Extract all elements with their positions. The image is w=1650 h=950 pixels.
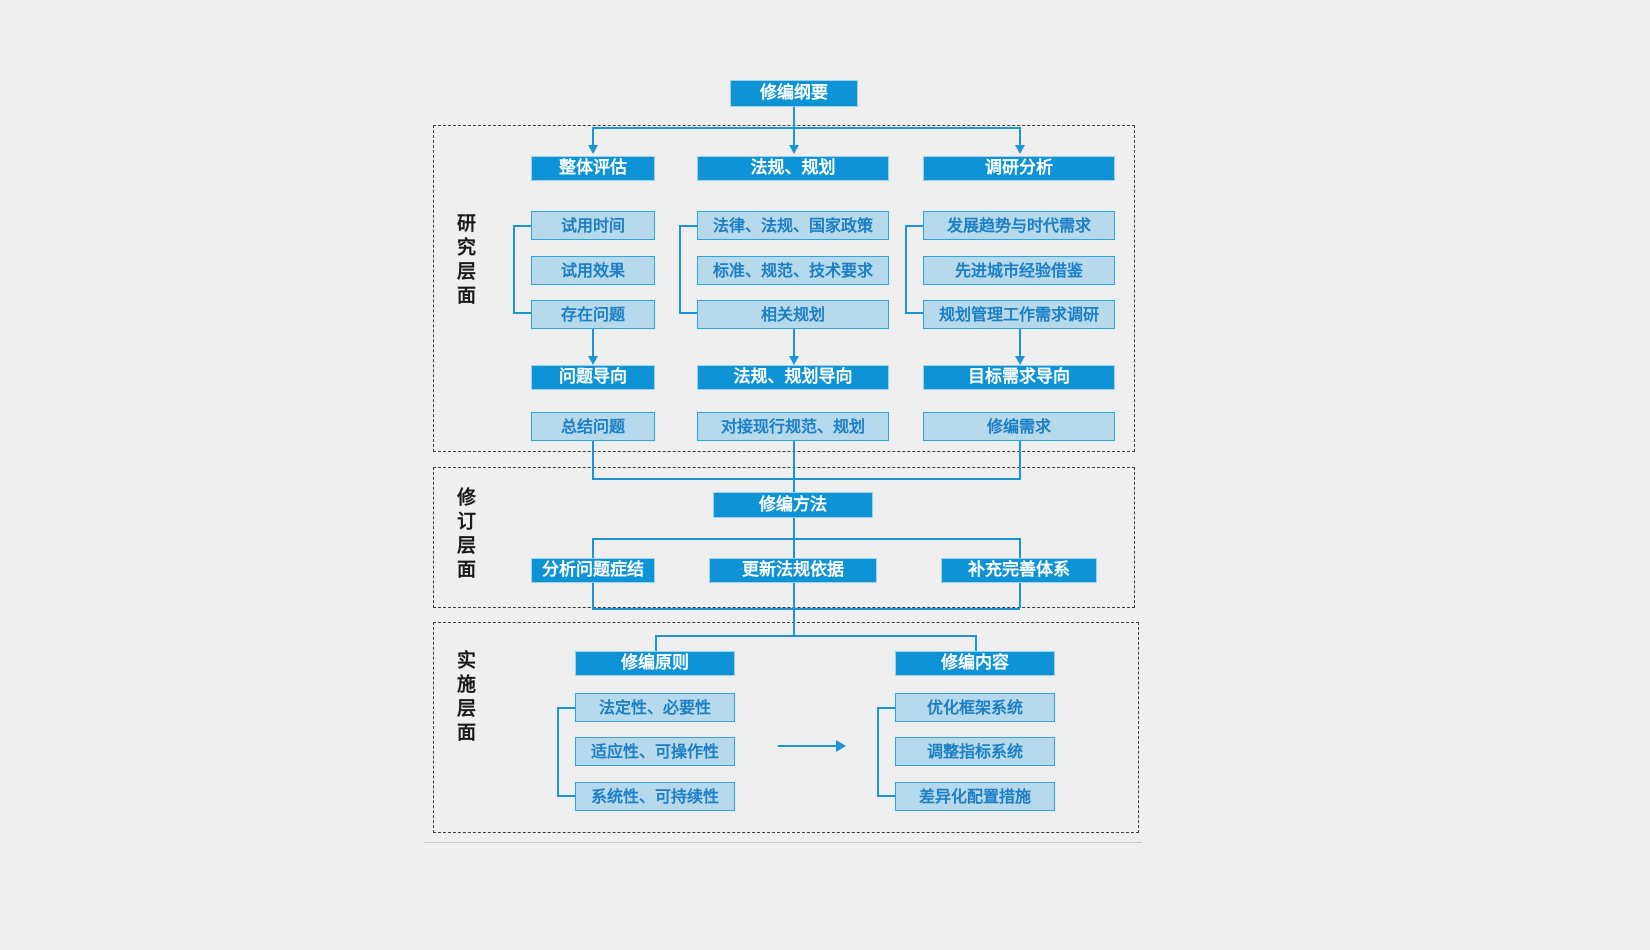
connector-outcome3-down [1019, 441, 1021, 478]
node-root[interactable]: 修编纲要 [730, 80, 858, 107]
bracket-research-col1 [513, 225, 531, 314]
layer-container-research [433, 125, 1135, 452]
layer-container-revision [433, 467, 1135, 608]
connector-col1-to-orientation [592, 329, 594, 356]
node-research-item-2-3[interactable]: 相关规划 [697, 300, 889, 329]
arrow-head-col2-orientation [789, 356, 799, 365]
node-research-head-3[interactable]: 调研分析 [923, 156, 1115, 181]
connector-implementation-drop-right [975, 635, 977, 651]
connector-outcomes-merge [592, 478, 1021, 480]
arrow-head-col1-orientation [588, 356, 598, 365]
node-research-orientation-2[interactable]: 法规、规划导向 [697, 365, 889, 390]
layer-label-research: 研究层面 [454, 213, 476, 309]
connector-revision-item1-down [592, 583, 594, 608]
node-research-orientation-3[interactable]: 目标需求导向 [923, 365, 1115, 390]
node-research-head-2[interactable]: 法规、规划 [697, 156, 889, 181]
node-research-item-2-1[interactable]: 法律、法规、国家政策 [697, 211, 889, 240]
node-research-orientation-1[interactable]: 问题导向 [531, 365, 655, 390]
node-research-head-1[interactable]: 整体评估 [531, 156, 655, 181]
connector-root-stem [793, 107, 795, 127]
arrow-head-col1 [588, 145, 598, 154]
connector-drop-col2 [793, 127, 795, 145]
node-research-item-3-3[interactable]: 规划管理工作需求调研 [923, 300, 1115, 329]
node-research-item-2-2[interactable]: 标准、规范、技术要求 [697, 256, 889, 285]
node-research-item-3-2[interactable]: 先进城市经验借鉴 [923, 256, 1115, 285]
bracket-research-col2 [679, 225, 697, 314]
node-implementation-item-1-1[interactable]: 法定性、必要性 [575, 693, 735, 722]
connector-revision-drop-1 [592, 538, 594, 558]
bottom-rule [424, 842, 1142, 843]
node-research-item-1-3[interactable]: 存在问题 [531, 300, 655, 329]
connector-revision-stem [793, 518, 795, 538]
connector-drop-col3 [1019, 127, 1021, 145]
node-implementation-item-1-2[interactable]: 适应性、可操作性 [575, 737, 735, 766]
connector-outcome1-down [592, 441, 594, 478]
layer-container-implementation [433, 622, 1139, 833]
bracket-implementation-group2 [877, 707, 895, 797]
node-revision-item-3[interactable]: 补充完善体系 [941, 558, 1097, 583]
connector-col3-to-orientation [1019, 329, 1021, 356]
arrow-head-col3-orientation [1015, 356, 1025, 365]
node-implementation-head-2[interactable]: 修编内容 [895, 651, 1055, 676]
connector-revision-item3-down [1019, 583, 1021, 608]
node-research-item-1-2[interactable]: 试用效果 [531, 256, 655, 285]
node-implementation-item-2-1[interactable]: 优化框架系统 [895, 693, 1055, 722]
connector-drop-col1 [592, 127, 594, 145]
arrow-head-col3 [1015, 145, 1025, 154]
layer-label-implementation: 实施层面 [454, 650, 476, 746]
connector-revision-drop-2 [793, 538, 795, 558]
node-implementation-item-2-2[interactable]: 调整指标系统 [895, 737, 1055, 766]
connector-revision-item2-down [793, 583, 795, 635]
connector-implementation-distributor [655, 635, 975, 637]
connector-revision-drop-3 [1019, 538, 1021, 558]
node-research-outcome-3[interactable]: 修编需求 [923, 412, 1115, 441]
connector-col2-to-orientation [793, 329, 795, 356]
bracket-implementation-group1 [557, 707, 575, 797]
connector-groups-link [778, 745, 836, 747]
node-revision-item-2[interactable]: 更新法规依据 [709, 558, 877, 583]
node-revision-item-1[interactable]: 分析问题症结 [531, 558, 655, 583]
node-research-item-3-1[interactable]: 发展趋势与时代需求 [923, 211, 1115, 240]
node-implementation-item-1-3[interactable]: 系统性、可持续性 [575, 782, 735, 811]
connector-outcome2-down [793, 441, 795, 492]
connector-revision-distributor [592, 538, 1020, 540]
node-research-outcome-2[interactable]: 对接现行规范、规划 [697, 412, 889, 441]
node-revision-head[interactable]: 修编方法 [713, 492, 873, 518]
layer-label-revision: 修订层面 [454, 487, 476, 583]
arrow-right-icon [836, 740, 846, 752]
node-implementation-head-1[interactable]: 修编原则 [575, 651, 735, 676]
connector-revision-merge [592, 608, 1020, 610]
node-research-outcome-1[interactable]: 总结问题 [531, 412, 655, 441]
node-research-item-1-1[interactable]: 试用时间 [531, 211, 655, 240]
connector-root-distributor [592, 127, 1020, 129]
arrow-head-col2 [789, 145, 799, 154]
connector-implementation-drop-left [655, 635, 657, 651]
bracket-research-col3 [905, 225, 923, 314]
node-implementation-item-2-3[interactable]: 差异化配置措施 [895, 782, 1055, 811]
